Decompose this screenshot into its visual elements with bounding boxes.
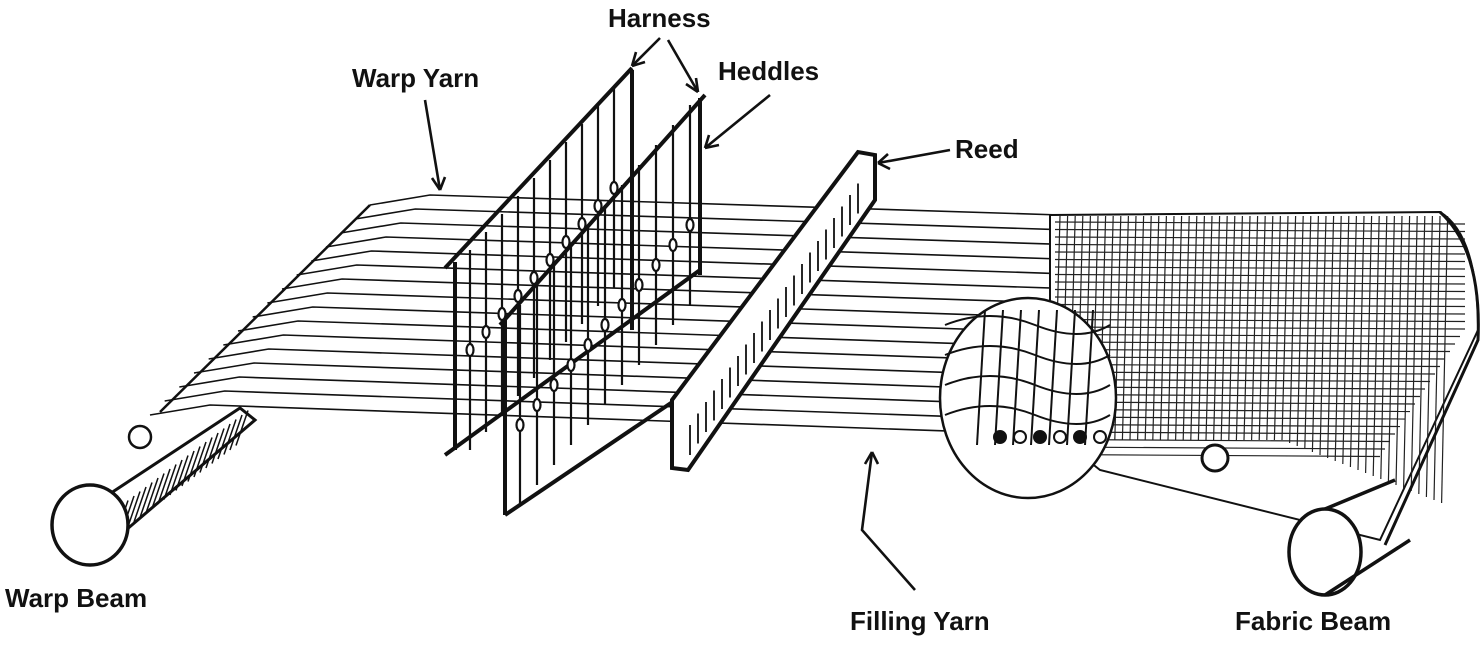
harness-frames <box>443 66 707 517</box>
label-warp-beam: Warp Beam <box>5 583 147 613</box>
label-reed: Reed <box>955 134 1019 164</box>
magnified-weave-detail <box>938 296 1118 500</box>
fabric-beam <box>1200 443 1411 597</box>
heddle-wires <box>465 88 695 505</box>
label-filling-yarn: Filling Yarn <box>850 606 990 636</box>
reed <box>670 149 877 473</box>
callout-arrows <box>423 37 951 591</box>
label-fabric-beam: Fabric Beam <box>1235 606 1391 636</box>
label-harness: Harness <box>608 3 711 33</box>
label-warp-yarn: Warp Yarn <box>352 63 479 93</box>
label-heddles: Heddles <box>718 56 819 86</box>
labels: Harness Warp Yarn Heddles Reed Warp Beam… <box>5 3 1391 636</box>
warp-beam <box>50 406 258 567</box>
